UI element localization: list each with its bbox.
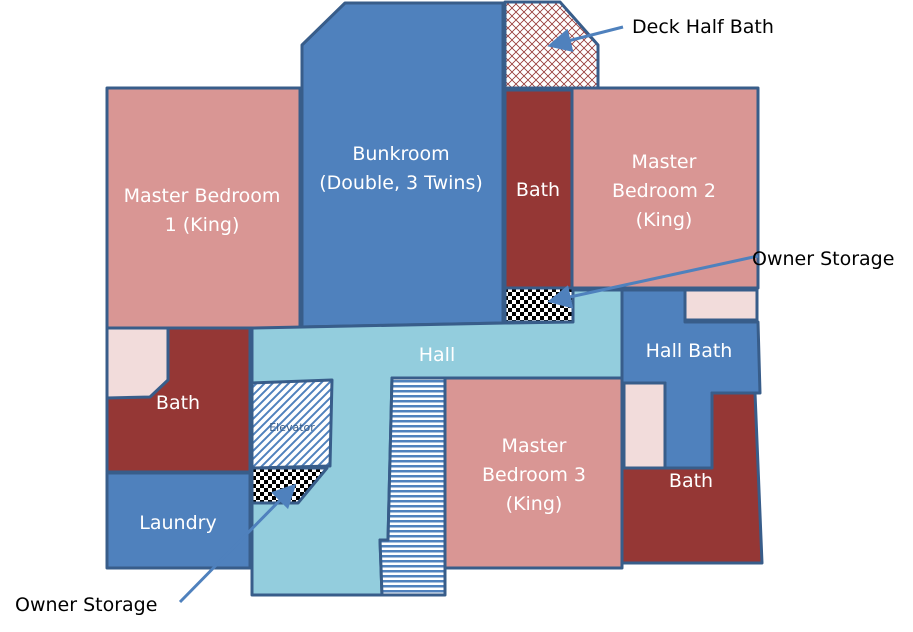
bunkroom: [300, 1, 505, 329]
stairs: [378, 376, 447, 597]
hall-label: Hall: [419, 344, 456, 366]
owner-storage-bottom-arrow: [178, 483, 297, 604]
master-bedroom-2: [570, 86, 760, 290]
owner-storage-right-callout: Owner Storage: [752, 248, 894, 270]
master-bedroom-3: [443, 376, 624, 570]
upper-bath: [503, 88, 574, 290]
bunkroom-label: Bunkroom(Double, 3 Twins): [319, 143, 483, 194]
deck-half-bath: [503, 0, 600, 90]
left-closet: [105, 326, 170, 400]
elevator: [250, 378, 334, 470]
owner-storage-top: [503, 286, 575, 324]
upper-bath-label: Bath: [516, 179, 560, 201]
master-bedroom-1: [105, 86, 302, 330]
left-bath-label: Bath: [156, 392, 200, 414]
laundry: [105, 471, 252, 570]
owner-storage-bottom-callout: Owner Storage: [15, 594, 157, 616]
hall-bath-label: Hall Bath: [646, 340, 733, 362]
deck-half-bath-arrow: [547, 25, 624, 52]
right-bath: [620, 391, 764, 565]
laundry-label: Laundry: [139, 512, 216, 534]
deck-half-bath-callout: Deck Half Bath: [632, 16, 774, 38]
right-bath-label: Bath: [669, 470, 713, 492]
owner-storage-right-arrow: [547, 254, 759, 309]
elevator-label: Elevator: [269, 421, 315, 434]
right-closet: [622, 381, 667, 470]
hall-bath-closet: [683, 288, 759, 322]
